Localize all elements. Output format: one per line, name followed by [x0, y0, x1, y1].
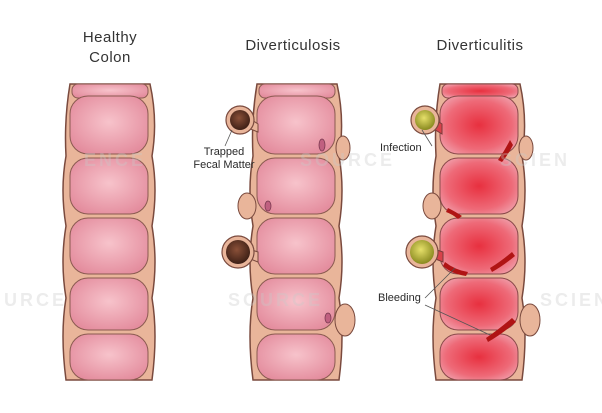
trapped-leader-line — [224, 129, 233, 147]
label-trapped-line2: Fecal Matter — [193, 159, 255, 171]
outer-bulge-right-lower — [334, 303, 356, 337]
bleeding-mark — [490, 252, 515, 272]
diverticulum-opening — [318, 138, 326, 152]
watermark: ENCE — [84, 150, 147, 170]
outer-bulge-right-lower — [519, 303, 541, 337]
diverticulum-opening — [264, 200, 272, 212]
diverticulum-opening — [324, 312, 332, 324]
diverticulitis-colon — [405, 83, 541, 381]
watermark: URCE — [4, 290, 68, 310]
title-healthy-line1: Healthy — [82, 29, 138, 46]
diverticulitis-segment-2 — [439, 95, 519, 155]
bleeding-mark — [443, 262, 468, 276]
diverticulum-pouch-lower — [221, 235, 259, 269]
diverticulitis-segment-5 — [439, 277, 519, 331]
diverticulitis-segment-6 — [439, 333, 519, 381]
diverticulosis-segment-4 — [256, 217, 336, 275]
bleeding-mark — [498, 140, 513, 162]
diverticulum-pouch-upper — [225, 105, 259, 135]
title-healthy-colon: Healthy Colon — [60, 28, 160, 68]
label-trapped-line1: Trapped — [203, 146, 245, 158]
healthy-segment-3 — [69, 157, 149, 215]
bleeding-mark — [446, 208, 462, 219]
healthy-segment-4 — [69, 217, 149, 275]
bleeding-leader-line-1 — [424, 267, 456, 299]
healthy-segment-6 — [69, 333, 149, 381]
label-trapped-fecal-matter: Trapped Fecal Matter — [178, 146, 270, 172]
label-bleeding: Bleeding — [378, 292, 421, 304]
title-diverticulitis: Diverticulitis — [436, 37, 524, 54]
watermark: SCIEN — [540, 290, 602, 310]
title-healthy-line2: Colon — [89, 49, 131, 66]
infected-pouch-upper — [410, 105, 443, 135]
healthy-segment-2 — [69, 95, 149, 155]
title-diverticulosis: Diverticulosis — [245, 37, 341, 54]
watermark: SOURCE — [300, 150, 396, 170]
diverticulosis-segment-3 — [256, 157, 336, 215]
outer-bulge-left-mid — [237, 192, 257, 220]
healthy-segment-5 — [69, 277, 149, 331]
healthy-colon — [62, 83, 156, 381]
bleeding-leader-line-2 — [424, 304, 491, 336]
bleeding-mark — [486, 318, 516, 342]
diverticulosis-segment-6 — [256, 333, 336, 381]
watermark: SOURCE — [228, 290, 324, 310]
outer-bulge-left-mid — [422, 192, 442, 220]
watermark: SCIEN — [500, 150, 571, 170]
infection-leader-line — [421, 129, 433, 147]
outer-bulge-right-upper — [335, 135, 351, 161]
infected-pouch-lower — [405, 235, 444, 269]
diverticulitis-segment-3 — [439, 157, 519, 215]
diverticulitis-segment-4 — [439, 217, 519, 275]
label-infection: Infection — [380, 142, 422, 154]
diverticulosis-segment-5 — [256, 277, 336, 331]
diverticulosis-colon — [221, 83, 356, 381]
outer-bulge-right-upper — [518, 135, 534, 161]
